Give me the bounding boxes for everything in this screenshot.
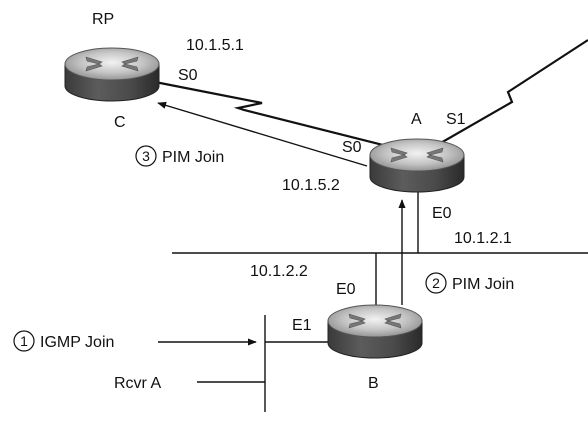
router-b — [327, 304, 423, 359]
serial-link-a-s1 — [431, 39, 588, 149]
router-a-s0-ip-label: 10.1.5.2 — [282, 177, 340, 194]
router-a-name: A — [411, 111, 422, 128]
receiver-a-label: Rcvr A — [114, 375, 161, 392]
step-2-number: 2 — [432, 275, 440, 291]
router-c-rp — [64, 47, 160, 102]
router-a — [369, 138, 465, 193]
router-a-e0-label: E0 — [432, 205, 452, 222]
serial-link-c-a — [154, 80, 396, 150]
step-2-badge — [425, 272, 447, 294]
step-3-label: PIM Join — [162, 149, 224, 166]
step-3-badge — [135, 145, 157, 167]
step-1-label: IGMP Join — [40, 334, 114, 351]
step-1-badge — [13, 330, 35, 352]
router-c-s0-label: S0 — [178, 67, 198, 84]
router-b-name: B — [368, 375, 379, 392]
pim-join-arrow-a-to-c — [157, 101, 368, 167]
router-a-s0-label: S0 — [342, 139, 362, 156]
router-b-e1-label: E1 — [292, 317, 312, 334]
router-b-e0-ip-label: 10.1.2.2 — [250, 263, 308, 280]
router-a-e0-ip-label: 10.1.2.1 — [454, 230, 512, 247]
router-c-ip-label: 10.1.5.1 — [186, 37, 244, 54]
step-2-label: PIM Join — [452, 276, 514, 293]
step-1-number: 1 — [20, 333, 28, 349]
router-b-e0-label: E0 — [336, 281, 356, 298]
step-3-number: 3 — [142, 148, 150, 164]
rp-label: RP — [92, 11, 114, 28]
router-a-s1-label: S1 — [446, 111, 466, 128]
router-c-name: C — [114, 114, 126, 131]
